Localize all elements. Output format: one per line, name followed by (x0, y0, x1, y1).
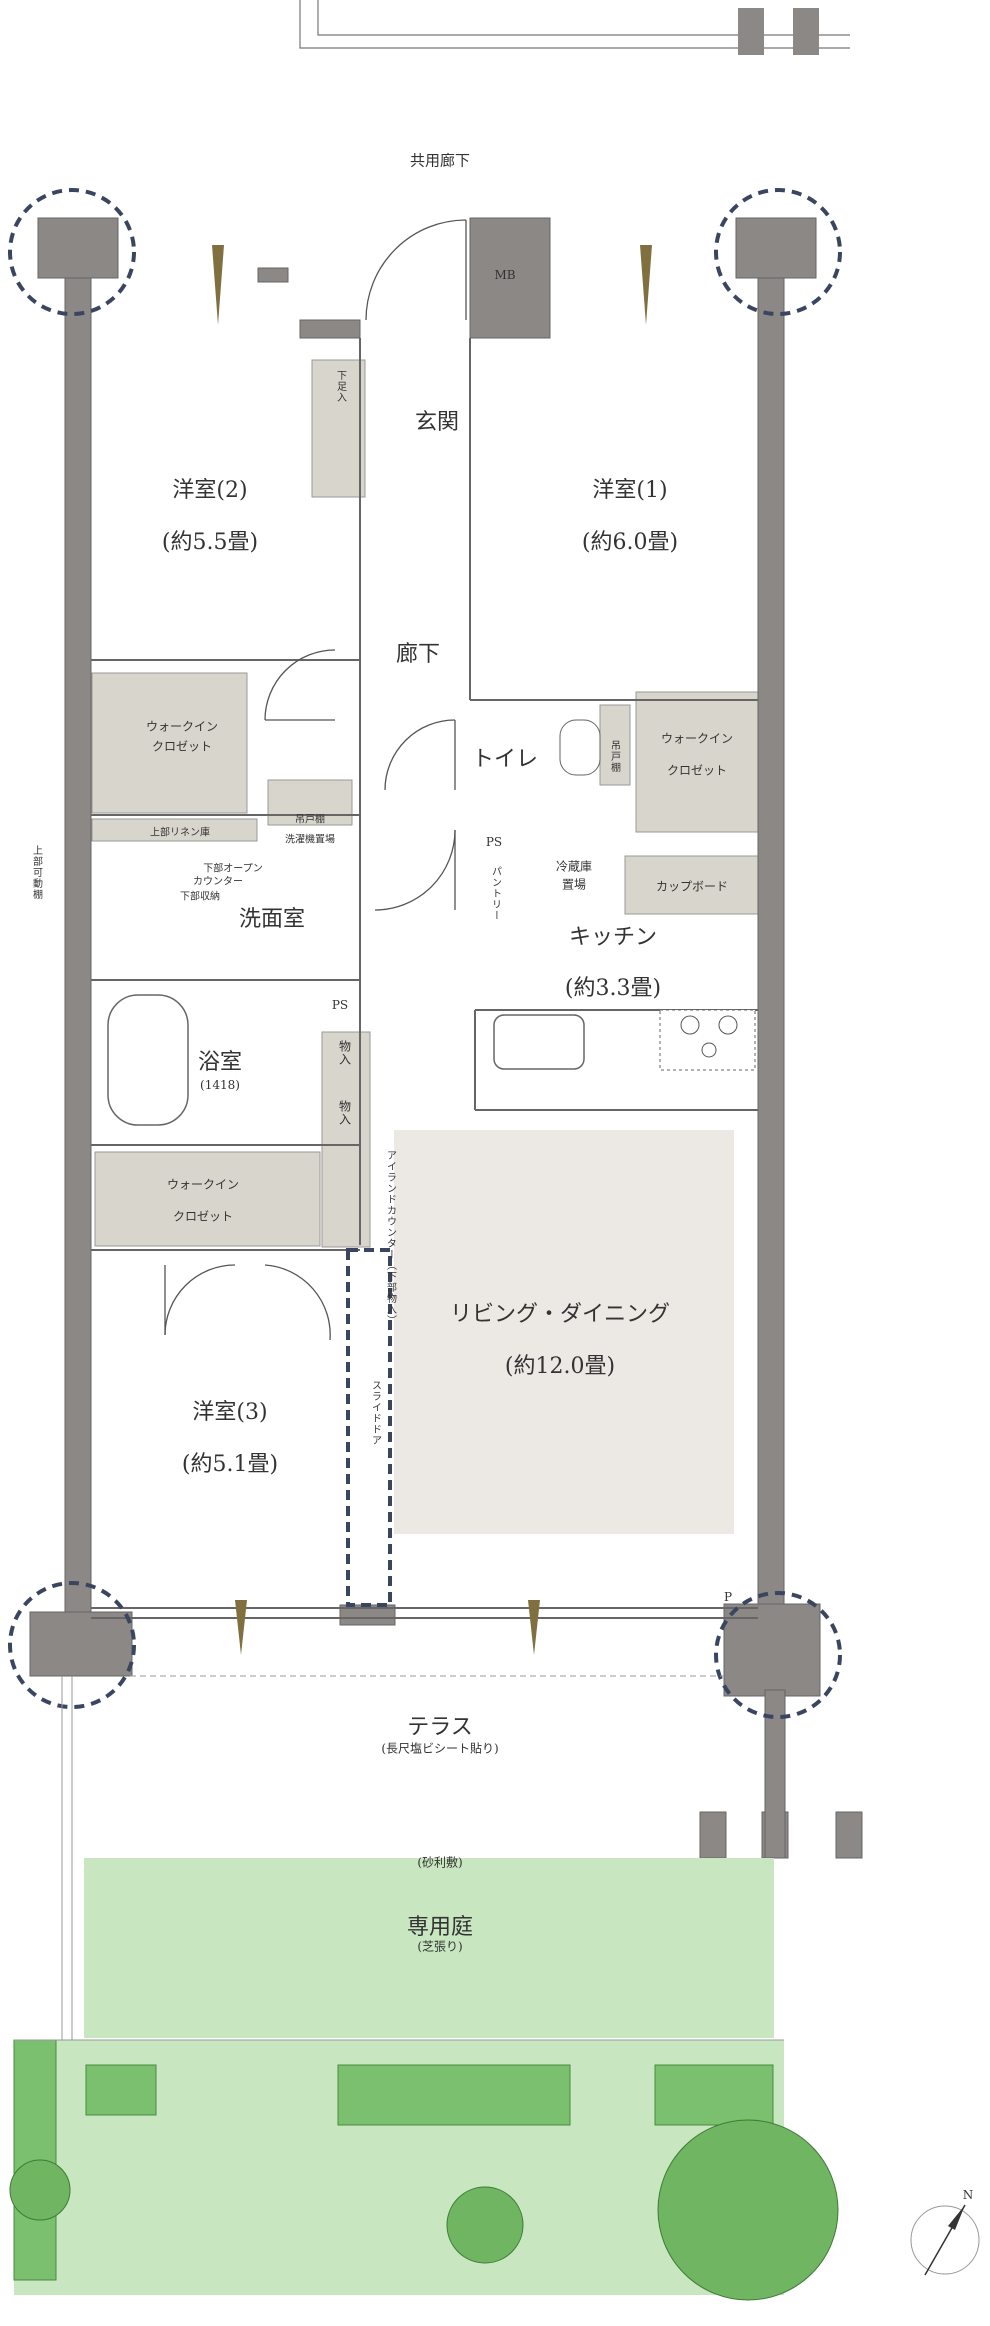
cupboard-label: カップボード (655, 879, 729, 894)
top-neighbor-wall (299, 0, 850, 55)
north-compass (910, 2204, 980, 2276)
room1-name: 洋室(1) (592, 478, 668, 503)
living-size: (約12.0畳) (504, 1354, 616, 1379)
partitions (91, 338, 758, 1619)
entrance-label: 玄関 (414, 410, 460, 435)
counter-note-3: 下部収納 (180, 891, 220, 903)
fridge-label-a: 冷蔵庫 (555, 859, 593, 874)
slide-door-path (346, 1248, 392, 1607)
burner-icon (680, 1015, 700, 1035)
living-name: リビング・ダイニング (449, 1302, 671, 1327)
bath-size: (1418) (200, 1078, 240, 1092)
room3-size: (約5.1畳) (181, 1452, 279, 1477)
living-floor (394, 1130, 734, 1534)
kitchen-size: (約3.3畳) (564, 976, 662, 1001)
storage1-label: 物入 (337, 1040, 352, 1066)
room2-name: 洋室(2) (172, 478, 248, 503)
wic1-label-b: クロゼット (666, 763, 728, 778)
shoe-cabinet-label: 下足入 (334, 370, 346, 403)
room2-size: (約5.5畳) (161, 530, 259, 555)
toilet-bowl (559, 719, 601, 776)
hedges (13, 2039, 774, 2281)
kitchen-sink (493, 1014, 585, 1070)
burner-icon (718, 1015, 738, 1035)
highlight-circles (8, 188, 842, 1719)
p-label: P (723, 1590, 733, 1604)
bath-name: 浴室 (197, 1050, 243, 1075)
trees (9, 2119, 839, 2301)
north-label: N (962, 2188, 974, 2202)
movable-shelf-label: 上部可動棚 (30, 845, 42, 900)
island-counter-label: アイランドカウンター（下部物入） (384, 1150, 396, 1326)
room3-name: 洋室(3) (192, 1400, 268, 1425)
counter-note-2: カウンター (193, 876, 243, 888)
wic1-label-a: ウォークイン (660, 731, 734, 746)
room1-size: (約6.0畳) (581, 530, 679, 555)
storage2-label: 物入 (337, 1100, 352, 1126)
gravel-label: (砂利敷) (417, 1855, 463, 1870)
washroom-label: 洗面室 (238, 907, 306, 932)
slide-door-label: スライドドア (369, 1380, 381, 1446)
storage-areas (91, 359, 763, 1248)
toilet-shelf-label: 吊戸棚 (608, 740, 620, 773)
stove (659, 1009, 756, 1071)
ps2-label: PS (331, 998, 349, 1012)
wic2-label-a: ウォークイン (145, 719, 219, 734)
mb-label: MB (494, 268, 516, 282)
window-markers (212, 245, 652, 1655)
bathtub (107, 994, 189, 1126)
terrace-sub: (長尺塩ビシート貼り) (381, 1741, 499, 1756)
wic3-label-b: クロゼット (172, 1209, 234, 1224)
washer-label: 洗濯機置場 (285, 834, 335, 846)
fridge-label-b: 置場 (561, 877, 587, 892)
kitchen-name: キッチン (568, 925, 658, 950)
burner-icon (701, 1042, 717, 1058)
counter-note-1: 下部オープン (203, 863, 263, 875)
garden-name: 専用庭 (406, 1915, 474, 1940)
wic2-label-b: クロゼット (151, 739, 213, 754)
lawn (84, 1858, 774, 2038)
hanging-shelf-label: 吊戸棚 (295, 814, 325, 826)
wic3-label-a: ウォークイン (166, 1177, 240, 1192)
hallway-label: 廊下 (395, 642, 441, 667)
ps1-label: PS (485, 835, 503, 849)
garden-sub: (芝張り) (417, 1939, 463, 1954)
corridor-label: 共用廊下 (409, 151, 471, 170)
terrace-outline (61, 1675, 724, 2040)
toilet-label: トイレ (471, 747, 539, 772)
pantry-label: パントリー (489, 866, 501, 921)
walls (29, 217, 863, 1859)
terrace-name: テラス (407, 1715, 473, 1740)
linen-label: 上部リネン庫 (150, 827, 210, 839)
